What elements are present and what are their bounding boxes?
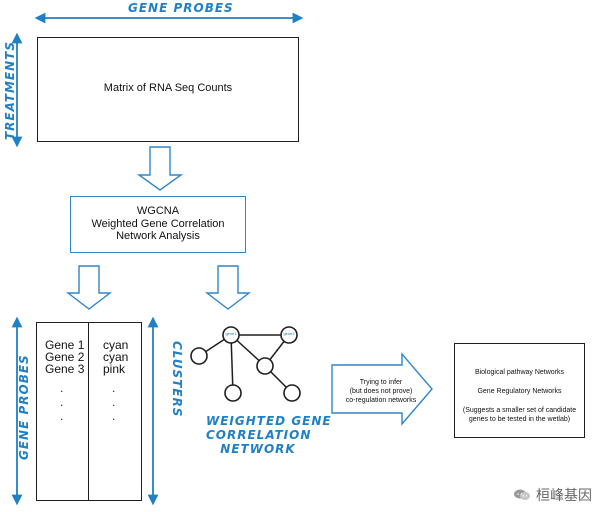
gene-item-3: Gene 3	[45, 362, 85, 376]
inference-arrow	[331, 352, 433, 426]
gene2-node	[280, 326, 298, 344]
treatments-label: TREATMENTS	[3, 41, 17, 140]
inference-line-2: (but does not prove)	[349, 388, 413, 395]
network-nodes	[190, 326, 301, 402]
gene-probes-top-label: GENE PROBES	[128, 1, 234, 15]
wgcna-title: WGCNA Weighted Gene Correlation Network …	[71, 205, 245, 243]
results-text: Biological pathway Networks Gene Regulat…	[455, 368, 584, 424]
gene-item-1: Gene 1	[45, 338, 85, 352]
gene1-node-label: gene1	[225, 331, 237, 336]
gene-item-2: Gene 2	[45, 350, 85, 364]
genes-clusters-table: Gene 1 Gene 2 Gene 3 . . . cyan cyan pin…	[36, 322, 142, 501]
matrix-title: Matrix of RNA Seq Counts	[103, 82, 233, 94]
watermark-text: 桓峰基因	[536, 487, 592, 503]
wgcna-to-network-arrow	[204, 265, 252, 310]
network-caption-line-2: CORRELATION	[206, 428, 312, 442]
results-box: Biological pathway Networks Gene Regulat…	[454, 343, 585, 438]
cluster-list: cyan cyan pink	[103, 339, 128, 375]
cluster-dot-2: .	[112, 395, 116, 409]
clusters-label: CLUSTERS	[170, 341, 184, 418]
wgcna-line-2: Weighted Gene Correlation	[91, 217, 225, 230]
network-node-bottom-left	[224, 384, 242, 402]
table-divider	[88, 323, 89, 500]
matrix-to-wgcna-arrow	[136, 146, 184, 191]
watermark: 桓峰基因	[513, 485, 592, 505]
network-caption-line-3: NETWORK	[220, 442, 296, 456]
gene-dot-1: .	[60, 381, 64, 395]
cluster-item-2: cyan	[103, 350, 129, 364]
gene-list: Gene 1 Gene 2 Gene 3	[45, 339, 84, 375]
matrix-box: Matrix of RNA Seq Counts	[37, 37, 299, 142]
cluster-item-3: pink	[103, 362, 126, 376]
wgcna-line-1: WGCNA	[136, 205, 180, 217]
cluster-dot-3: .	[112, 409, 116, 423]
gene-probes-left-label: GENE PROBES	[17, 354, 31, 460]
wgcna-to-genes-arrow	[65, 265, 113, 310]
network-node-center	[256, 357, 274, 375]
wgcna-line-3: Network Analysis	[116, 230, 200, 243]
gene1-node	[222, 326, 240, 344]
inference-text: Trying to infer (but does not prove) co-…	[339, 378, 423, 405]
results-line-1: Biological pathway Networks	[474, 369, 565, 376]
inference-line-1: Trying to infer	[359, 379, 403, 386]
network-node-left	[190, 347, 208, 365]
results-line-4: genes to be tested in the wetlab)	[468, 416, 571, 423]
network-graph	[198, 334, 293, 394]
results-line-3: (Suggests a smaller set of candidate	[462, 407, 577, 414]
network-caption-line-1: WEIGHTED GENE	[206, 414, 332, 428]
wechat-bubble-icon	[514, 489, 530, 500]
network-node-bottom-right	[283, 384, 301, 402]
network-caption: WEIGHTED GENE CORRELATION NETWORK	[206, 414, 332, 456]
cluster-item-1: cyan	[103, 338, 129, 352]
cluster-dot-1: .	[112, 381, 116, 395]
wgcna-box: WGCNA Weighted Gene Correlation Network …	[70, 196, 246, 253]
gene2-node-label: gene2	[283, 331, 295, 336]
gene-dot-2: .	[60, 395, 64, 409]
results-line-2: Gene Regulatory Networks	[477, 388, 562, 395]
inference-line-3: co-regulation networks	[345, 397, 417, 404]
gene-dot-3: .	[60, 409, 64, 423]
